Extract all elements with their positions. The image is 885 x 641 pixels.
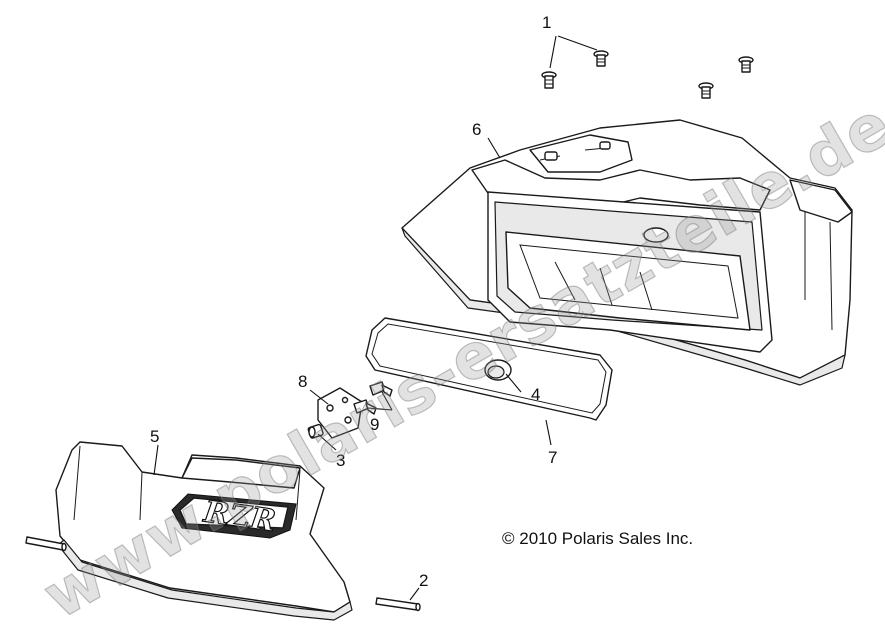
callout-labels: 1 2 3 4 5 6 7 8 9 — [150, 13, 557, 590]
callout-3: 3 — [336, 451, 345, 470]
callout-1: 1 — [542, 13, 551, 32]
copyright-notice: © 2010 Polaris Sales Inc. — [502, 529, 693, 548]
callout-6: 6 — [472, 120, 481, 139]
hinge-pin-group — [25, 536, 421, 612]
screw-icon — [698, 82, 714, 99]
hinge-pin-icon — [375, 597, 421, 612]
screw-icon — [369, 381, 393, 397]
callout-8: 8 — [298, 372, 307, 391]
callout-4: 4 — [531, 385, 540, 404]
callout-9: 9 — [370, 415, 379, 434]
bumper-stop — [484, 359, 512, 381]
hinge-pin-icon — [25, 536, 67, 552]
screw-icon — [541, 71, 557, 89]
glovebox-door: RZR — [55, 441, 353, 621]
screw-icon-group — [541, 50, 754, 99]
callout-5: 5 — [150, 427, 159, 446]
latch-plate — [317, 387, 363, 439]
leader-lines — [153, 35, 598, 601]
callout-2: 2 — [419, 571, 428, 590]
callout-7: 7 — [548, 448, 557, 467]
screw-icon — [593, 50, 609, 67]
glovebox-housing — [401, 119, 853, 386]
screw-icon — [738, 56, 754, 73]
